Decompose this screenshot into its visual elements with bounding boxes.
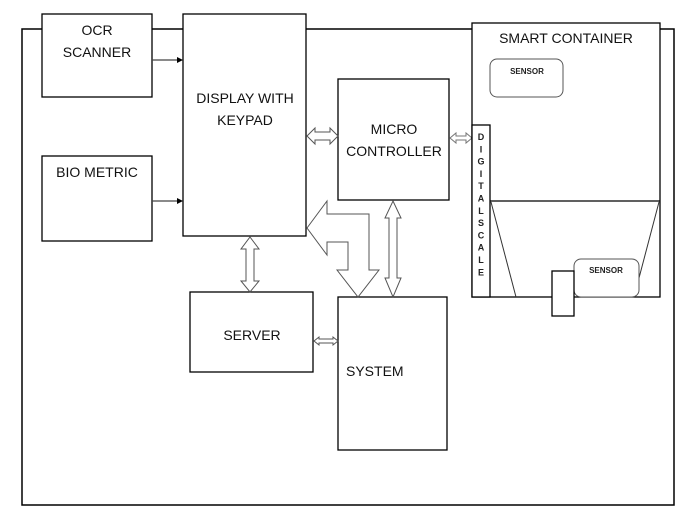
digital-scale-letter: A <box>478 243 485 253</box>
bio-metric-block: BIO METRIC <box>41 155 153 242</box>
system-block: SYSTEM <box>337 296 448 451</box>
server-system-double-arrow <box>313 335 339 347</box>
display-micro-double-arrow <box>306 126 339 146</box>
sensor-top: SENSOR <box>489 58 564 98</box>
digital-scale-letter: I <box>480 169 483 179</box>
micro-scale-double-arrow <box>449 131 473 145</box>
digital-scale-letter: L <box>478 255 484 265</box>
outer-frame <box>21 28 675 506</box>
display-label-line2: KEYPAD <box>217 112 273 128</box>
digital-scale-letter: A <box>478 194 485 204</box>
display-keypad-block: DISPLAY WITH KEYPAD <box>182 13 307 237</box>
server-label: SERVER <box>223 327 280 343</box>
smart-container-label: SMART CONTAINER <box>499 30 633 46</box>
display-server-double-arrow <box>239 236 261 293</box>
outlet-box <box>551 270 575 317</box>
digital-scale-letter: G <box>477 157 484 167</box>
micro-controller-block: MICRO CONTROLLER <box>337 78 450 201</box>
sensor-bottom: SENSOR <box>573 258 640 298</box>
digital-scale-letter: D <box>478 132 485 142</box>
ocr-scanner-block: OCR SCANNER <box>41 13 153 98</box>
micro-controller-label-line2: CONTROLLER <box>346 143 442 159</box>
digital-scale-letter: E <box>478 267 484 277</box>
system-label: SYSTEM <box>346 363 404 379</box>
digital-scale-letter: I <box>480 144 483 154</box>
display-label-line1: DISPLAY WITH <box>196 90 294 106</box>
bio-metric-label: BIO METRIC <box>56 164 138 180</box>
server-block: SERVER <box>189 291 314 373</box>
biometric-to-display-arrow <box>152 198 183 204</box>
digital-scale-letter: T <box>478 181 484 191</box>
micro-system-double-arrow <box>384 199 402 299</box>
sensor-bottom-label: SENSOR <box>589 266 623 275</box>
ocr-scanner-label-line1: OCR <box>81 22 112 38</box>
digital-scale-letter: L <box>478 206 484 216</box>
micro-controller-label-line1: MICRO <box>371 121 418 137</box>
funnel-left-edge <box>490 201 517 298</box>
system-display-bent-arrow <box>306 199 381 298</box>
digital-scale-letter: C <box>478 230 485 240</box>
digital-scale-letter: S <box>478 218 484 228</box>
sensor-top-label: SENSOR <box>510 67 544 76</box>
ocr-to-display-arrow <box>152 57 183 63</box>
ocr-scanner-label-line2: SCANNER <box>63 44 131 60</box>
